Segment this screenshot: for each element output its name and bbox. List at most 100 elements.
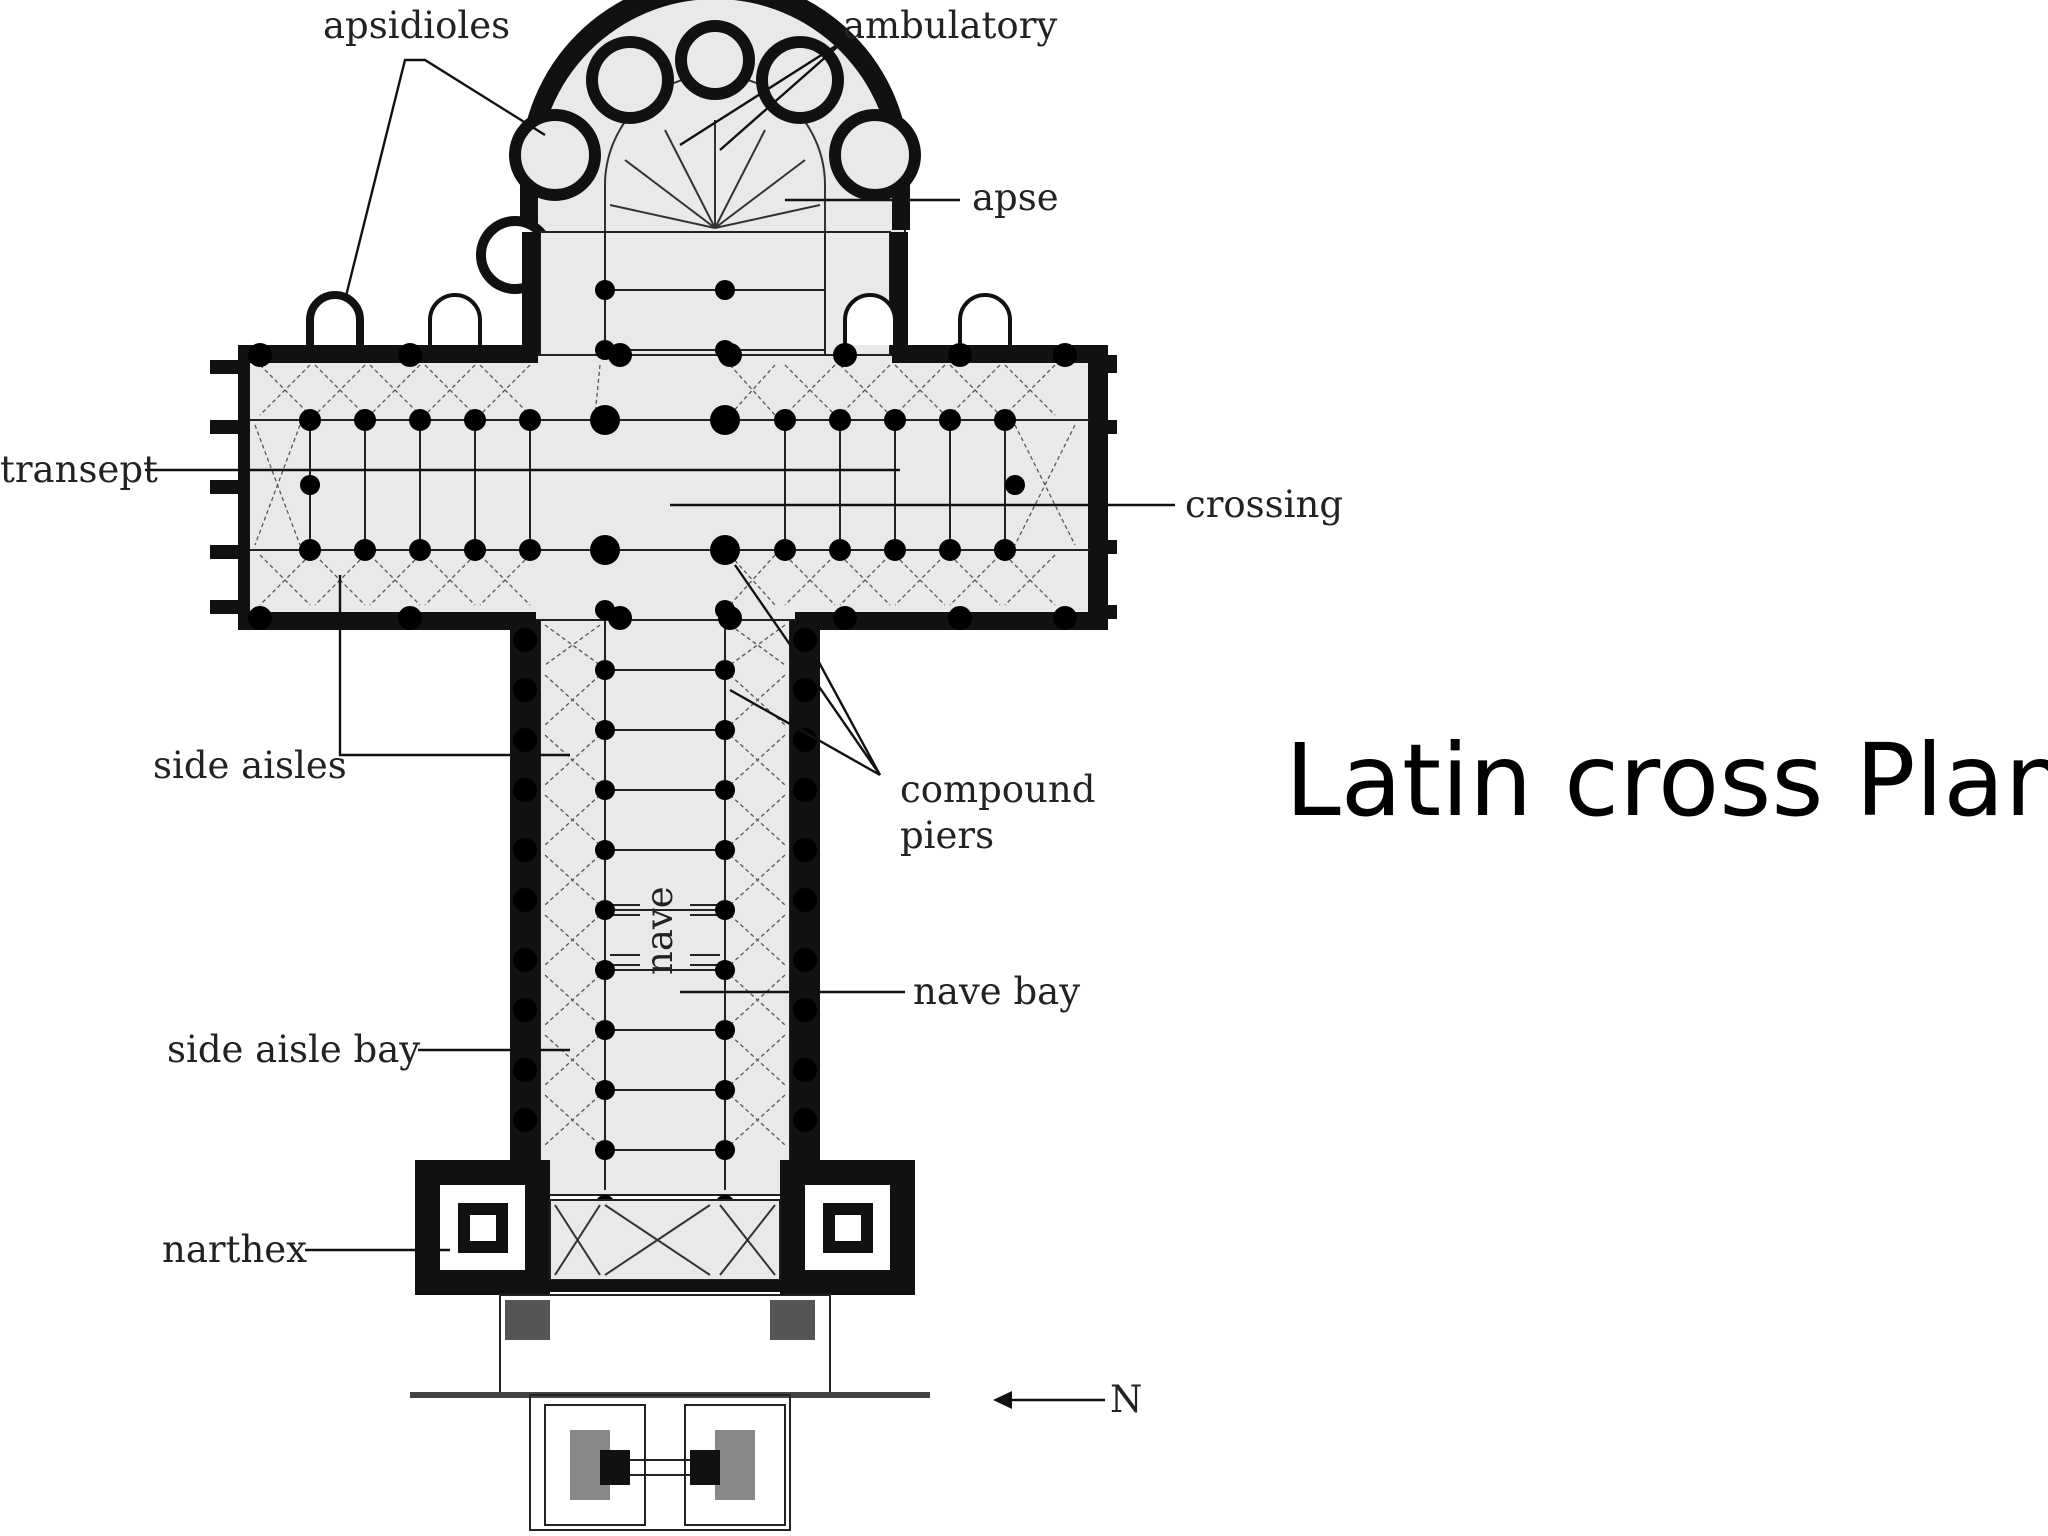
- compound-piers-leader-1: [734, 564, 881, 776]
- pier: [715, 720, 735, 740]
- pier: [793, 888, 817, 912]
- pier: [519, 539, 541, 561]
- pier: [710, 535, 740, 565]
- pier: [793, 678, 817, 702]
- pier: [1053, 606, 1077, 630]
- porch: [529, 1394, 791, 1531]
- nave-bay-lines: [605, 669, 725, 1151]
- pier: [595, 1020, 615, 1040]
- pier: [513, 728, 537, 752]
- label-transept: transept: [0, 448, 158, 491]
- pier: [299, 409, 321, 431]
- side-aisles-leader: [338, 575, 570, 757]
- label-compound-piers-line1: compound: [900, 768, 1095, 811]
- pier: [464, 539, 486, 561]
- pier: [595, 960, 615, 980]
- pier: [409, 409, 431, 431]
- compound-piers-leader-2: [729, 688, 881, 777]
- label-side-aisle-bay: side aisle bay: [167, 1028, 420, 1071]
- pier: [608, 606, 632, 630]
- pier: [513, 678, 537, 702]
- pier: [718, 606, 742, 630]
- pier: [715, 280, 735, 300]
- pier: [464, 409, 486, 431]
- ambulatory-leader-2: [719, 39, 846, 151]
- labels: apsidioles ambulatory apse transept cros…: [0, 4, 1343, 1271]
- pier: [299, 539, 321, 561]
- pier: [513, 998, 537, 1022]
- pier: [833, 606, 857, 630]
- pier: [354, 409, 376, 431]
- pier: [590, 405, 620, 435]
- pier: [519, 409, 541, 431]
- leader-lines: [145, 38, 1175, 1252]
- pier: [793, 728, 817, 752]
- pier: [939, 539, 961, 561]
- pier: [715, 1080, 735, 1100]
- pier: [829, 539, 851, 561]
- pier: [715, 660, 735, 680]
- pier: [595, 660, 615, 680]
- pier: [774, 539, 796, 561]
- piers: [248, 280, 1077, 1215]
- pier: [354, 539, 376, 561]
- label-apse: apse: [972, 176, 1059, 219]
- pier: [595, 1140, 615, 1160]
- pier: [948, 343, 972, 367]
- pier: [793, 838, 817, 862]
- north-arrow: N: [993, 1378, 1142, 1421]
- label-nave-bay: nave bay: [913, 970, 1080, 1013]
- apse-ribs: [609, 120, 821, 229]
- pier: [513, 778, 537, 802]
- pier: [595, 1080, 615, 1100]
- nave-aisle-vaults: [544, 624, 786, 1146]
- pier: [833, 343, 857, 367]
- label-ambulatory: ambulatory: [843, 4, 1057, 47]
- north-label: N: [1110, 1378, 1142, 1421]
- apsidioles-leader: [343, 58, 546, 301]
- pier: [793, 628, 817, 652]
- pier: [595, 280, 615, 300]
- pier: [513, 628, 537, 652]
- pier: [590, 535, 620, 565]
- pier: [248, 343, 272, 367]
- label-side-aisles: side aisles: [153, 744, 347, 787]
- pier: [398, 606, 422, 630]
- pier: [595, 840, 615, 860]
- pier: [513, 948, 537, 972]
- pier: [793, 1108, 817, 1132]
- pier: [793, 948, 817, 972]
- pier: [248, 606, 272, 630]
- pier: [1005, 475, 1025, 495]
- pier: [774, 409, 796, 431]
- label-crossing: crossing: [1185, 483, 1343, 526]
- pier: [595, 900, 615, 920]
- pier: [409, 539, 431, 561]
- pier: [715, 1140, 735, 1160]
- pier: [595, 720, 615, 740]
- label-apsidioles: apsidioles: [323, 4, 510, 47]
- pier: [793, 998, 817, 1022]
- page-title: Latin cross Plan: [1285, 722, 2048, 839]
- pier: [829, 409, 851, 431]
- pier: [715, 1020, 735, 1040]
- pier: [513, 1058, 537, 1082]
- nave-screens: [610, 904, 720, 966]
- pier: [595, 780, 615, 800]
- pier: [884, 409, 906, 431]
- pier: [513, 838, 537, 862]
- pier: [715, 960, 735, 980]
- pier: [793, 1058, 817, 1082]
- pier: [715, 900, 735, 920]
- pier: [608, 343, 632, 367]
- transept-arm: [210, 291, 1117, 630]
- pier: [513, 888, 537, 912]
- pier: [715, 840, 735, 860]
- pier: [300, 475, 320, 495]
- compound-piers-leader-3: [813, 654, 882, 776]
- ambulatory-leader-1: [679, 38, 846, 147]
- nave-arm: [510, 619, 820, 1196]
- label-compound-piers-line2: piers: [900, 814, 994, 857]
- pier: [994, 539, 1016, 561]
